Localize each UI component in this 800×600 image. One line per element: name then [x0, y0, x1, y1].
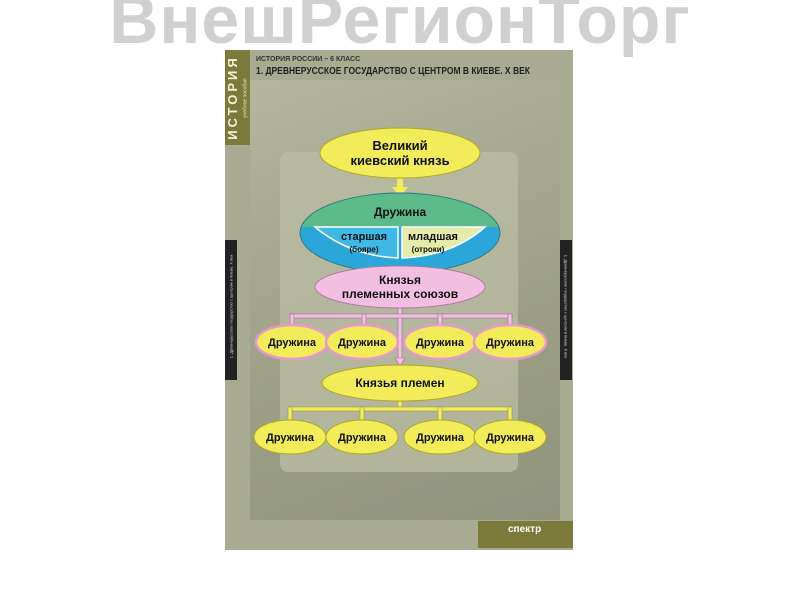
publisher-name: спектр [508, 524, 542, 535]
tribe-princes-node: Князья племен [321, 364, 479, 402]
yellow-connectors [287, 400, 513, 422]
druzhina-label: Дружина [416, 432, 465, 444]
arrow-prince-druzhina [392, 177, 408, 197]
union-druzhina-node: Дружина [324, 323, 400, 361]
watermark: ВнешРегионТорг [109, 0, 691, 58]
union-druzhina-node: Дружина [472, 323, 548, 361]
pink-connectors [289, 307, 513, 367]
junior-note: (отроки) [412, 245, 445, 254]
junior-label: младшая [408, 231, 458, 243]
poster-title: 1. ДРЕВНЕРУССКОЕ ГОСУДАРСТВО С ЦЕНТРОМ В… [256, 66, 530, 77]
grand-prince-node: Великий киевский князь [319, 127, 481, 179]
subject-label: ИСТОРИЯ РОССИИ – 6 КЛАСС [256, 56, 361, 63]
senior-note: (бояре) [349, 245, 378, 254]
tribe-druzhina-node: Дружина [325, 419, 399, 455]
union-druzhina-node: Дружина [402, 323, 478, 361]
tribe-druzhina-node: Дружина [253, 419, 327, 455]
junior-druzhina [401, 226, 487, 259]
druzhina-node: Дружина старшая (бояре) младшая (отроки) [299, 192, 501, 274]
union-princes-label-1: Князья [379, 273, 421, 287]
union-druzhina-node: Дружина [254, 323, 330, 361]
druzhina-label: Дружина [338, 337, 387, 349]
druzhina-label: Дружина [486, 432, 535, 444]
union-princes-node: Князья племенных союзов [314, 265, 486, 309]
druzhina-label: Дружина [266, 432, 315, 444]
druzhina-label: Дружина [374, 205, 427, 219]
side-strip-right: 1. Древнерусское государство с центром в… [560, 240, 572, 380]
druzhina-label: Дружина [416, 337, 465, 349]
tribe-druzhinas: Дружина Дружина Дружина Дружина [253, 419, 547, 455]
grand-prince-label-2: киевский князь [350, 153, 449, 168]
tribe-princes-label: Князья племен [355, 376, 444, 390]
druzhina-label: Дружина [338, 432, 387, 444]
senior-label: старшая [341, 231, 387, 243]
druzhina-label: Дружина [486, 337, 535, 349]
senior-druzhina [312, 226, 399, 259]
union-druzhinas: Дружина Дружина Дружина Дружина [254, 323, 548, 361]
publisher-logo: спектр [478, 521, 573, 548]
grand-prince-label-1: Великий [372, 138, 427, 153]
tribe-druzhina-node: Дружина [403, 419, 477, 455]
side-strip-left: 1. Древнерусское государство с центром в… [225, 240, 237, 380]
druzhina-label: Дружина [268, 337, 317, 349]
union-princes-label-2: племенных союзов [342, 287, 458, 301]
brand-strip: ИСТОРИЯ учебное пособие [225, 50, 250, 145]
tribe-druzhina-node: Дружина [473, 419, 547, 455]
